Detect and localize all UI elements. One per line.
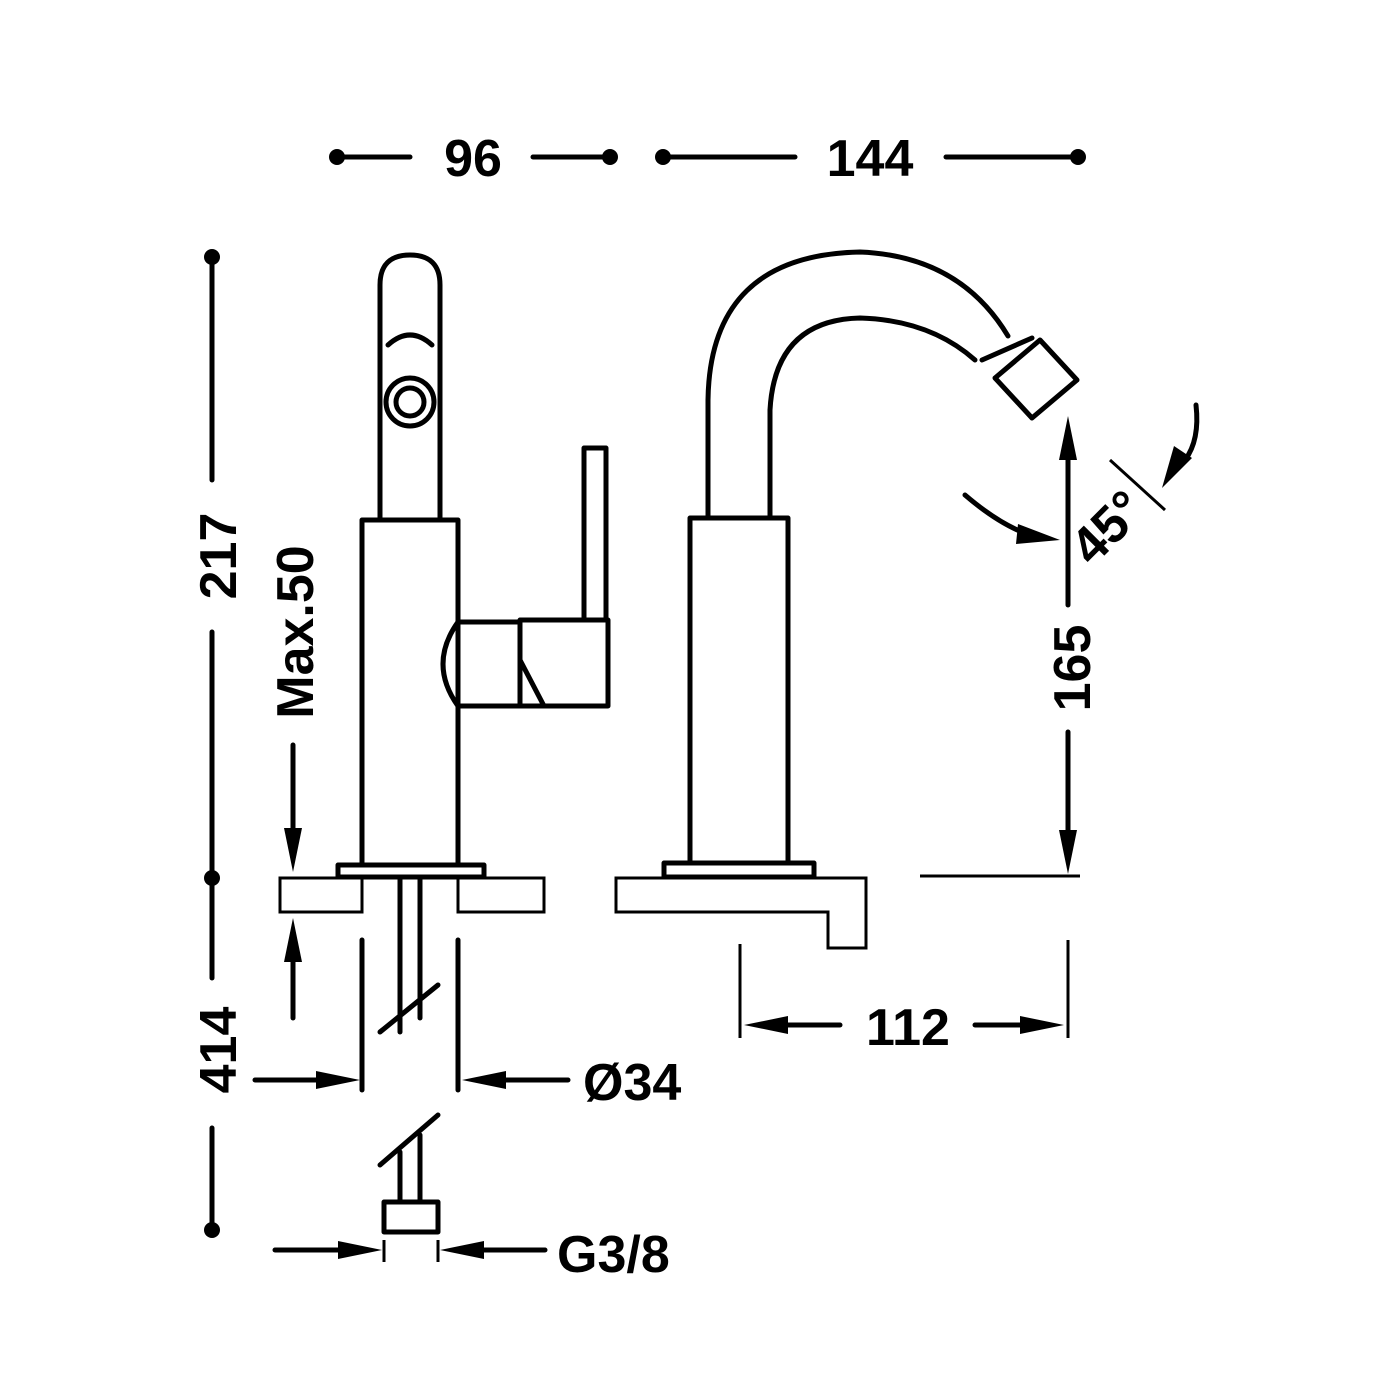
spout (661, 249, 1080, 880)
spout-base-flange (661, 860, 817, 880)
connection-fitting (381, 1199, 441, 1235)
dimension-414-label: 414 (190, 1007, 248, 1094)
spout-outer-curve (705, 249, 1011, 521)
deck-surface (278, 876, 868, 950)
mixer-aerator-inner (393, 385, 427, 419)
mixer-lever-stick (581, 445, 609, 623)
dimension-hole-diameter: Ø34 (252, 1054, 681, 1112)
dimension-96-label: 96 (444, 130, 502, 188)
mixer-ring-detail (385, 332, 435, 348)
dimension-max-deck-label: Max.50 (267, 545, 325, 718)
spout-body (687, 515, 791, 866)
mixer-main-body (359, 517, 461, 868)
dimension-spout-height-label: 165 (1044, 625, 1102, 712)
spout-inner-curve (767, 315, 978, 521)
mixer-body (335, 252, 611, 880)
mixer-lever-collar (440, 619, 523, 709)
dimension-217: 217 (190, 249, 248, 886)
dimension-144: 144 (655, 130, 1086, 188)
dimension-217-label: 217 (190, 513, 248, 600)
dimension-144-label: 144 (827, 130, 914, 188)
dimension-connection-thread-label: G3/8 (557, 1226, 670, 1284)
supply-pipe (359, 875, 461, 1235)
dimension-spout-height: 165 (920, 416, 1102, 878)
mixer-base-flange (335, 862, 487, 880)
dimension-angle-label: 45° (1060, 480, 1157, 577)
dimension-96: 96 (329, 130, 618, 188)
dimension-hole-diameter-label: Ø34 (583, 1054, 681, 1112)
spout-nozzle (992, 337, 1080, 421)
dimension-414: 414 (190, 875, 248, 1238)
dimension-max-deck: Max.50 (267, 545, 325, 1021)
mixer-top-column (377, 252, 443, 523)
dimension-spout-reach-label: 112 (866, 999, 950, 1057)
mixer-lever-block (517, 617, 611, 709)
mixer-aerator-circle (383, 375, 437, 429)
dimension-spout-reach: 112 (738, 940, 1070, 1057)
dimension-connection-thread: G3/8 (272, 1226, 670, 1284)
dimension-angle: 45° (962, 402, 1200, 577)
